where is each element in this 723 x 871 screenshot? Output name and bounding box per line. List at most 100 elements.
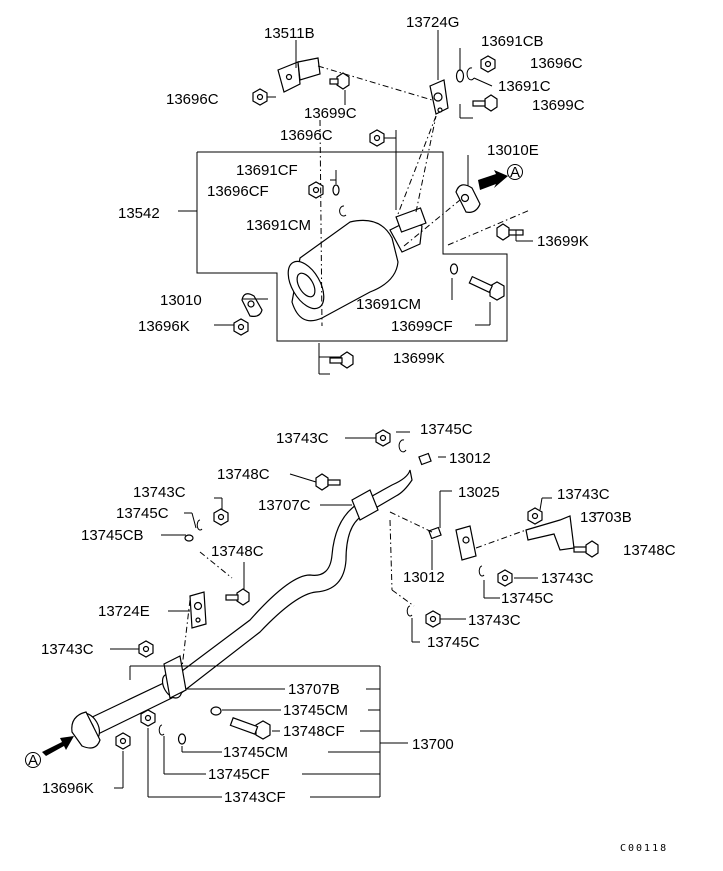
label-13743C-c: 13743C xyxy=(557,486,610,503)
label-13743CF: 13743CF xyxy=(224,789,286,806)
label-13691C: 13691C xyxy=(498,78,551,95)
bolt-13748C-b xyxy=(573,540,599,558)
label-13691CM-a: 13691CM xyxy=(246,217,311,234)
label-13696K-a: 13696K xyxy=(138,318,190,335)
label-13724G: 13724G xyxy=(406,14,459,31)
nut-13743C-f xyxy=(138,640,154,658)
label-13748C-b: 13748C xyxy=(623,542,676,559)
marker-A-bottom: A xyxy=(28,752,38,769)
label-13012-a: 13012 xyxy=(449,450,491,467)
leader-lines-bottom xyxy=(110,431,600,798)
washer-13745CM-b xyxy=(177,733,187,745)
label-13696C-a: 13696C xyxy=(530,55,583,72)
bracket-13703B xyxy=(525,515,575,551)
label-13699K-a: 13699K xyxy=(537,233,589,250)
gasket-13010E xyxy=(455,184,481,213)
label-13748C-a: 13748C xyxy=(217,466,270,483)
ring-13745C-d xyxy=(406,605,413,617)
label-13696K-b: 13696K xyxy=(42,780,94,797)
nut-13696K-bottom xyxy=(115,732,131,750)
arrow-from-A-bottom xyxy=(42,736,74,756)
label-13745C-c: 13745C xyxy=(501,590,554,607)
label-13010: 13010 xyxy=(160,292,202,309)
nut-13743CF xyxy=(140,709,156,727)
gasket-13010 xyxy=(241,293,263,317)
bracket-13511B xyxy=(277,57,321,93)
pin-13012-a xyxy=(418,452,432,466)
washer-13745CM-a xyxy=(210,706,222,716)
ring-13745C-a xyxy=(398,439,407,453)
nut-13696C-left xyxy=(252,88,268,106)
label-13699CF: 13699CF xyxy=(391,318,453,335)
arrow-to-A-top xyxy=(478,170,508,190)
label-13743C-e: 13743C xyxy=(468,612,521,629)
alignment-lines-bottom xyxy=(181,511,527,669)
label-13743C-a: 13743C xyxy=(276,430,329,447)
label-13743C-b: 13743C xyxy=(133,484,186,501)
bolt-13699C-top xyxy=(329,72,350,90)
label-13745CB: 13745CB xyxy=(81,527,144,544)
label-13691CM-b: 13691CM xyxy=(356,296,421,313)
label-13699K-b: 13699K xyxy=(393,350,445,367)
label-13699C-a: 13699C xyxy=(304,105,357,122)
nut-13696K-top xyxy=(233,318,249,336)
label-13696CF: 13696CF xyxy=(207,183,269,200)
label-13743C-f: 13743C xyxy=(41,641,94,658)
bolt-13748C-c xyxy=(225,588,250,606)
ring-13745C-c xyxy=(478,565,485,577)
label-13025: 13025 xyxy=(458,484,500,501)
ring-13745CF xyxy=(158,724,165,736)
label-13703B: 13703B xyxy=(580,509,632,526)
label-13691CF: 13691CF xyxy=(236,162,298,179)
muffler-assembly-outline xyxy=(196,151,508,342)
label-13542: 13542 xyxy=(118,205,160,222)
label-13700: 13700 xyxy=(412,736,454,753)
nut-13743C-a xyxy=(375,429,391,447)
ring-13691C xyxy=(466,67,475,81)
labels-bottom: 13743C 13745C 13012 13748C 13025 13743C … xyxy=(41,421,676,806)
nut-13743C-e xyxy=(425,610,441,628)
nut-13696C-mid xyxy=(369,129,385,147)
labels-top: 13511B 13724G 13691CB 13696C 13696C 1369… xyxy=(118,14,589,367)
label-13743C-d: 13743C xyxy=(541,570,594,587)
bolt-13699K-bottom xyxy=(329,351,354,369)
hanger-13025 xyxy=(455,525,477,561)
label-13745C-a: 13745C xyxy=(420,421,473,438)
label-13012-b: 13012 xyxy=(403,569,445,586)
nut-13743C-c xyxy=(527,507,543,525)
label-13745CF: 13745CF xyxy=(208,766,270,783)
leader-lines-top xyxy=(178,30,533,375)
washer-13745CB xyxy=(184,534,194,542)
nut-13743C-b xyxy=(213,508,229,526)
label-13511B: 13511B xyxy=(264,25,315,42)
washer-13691CM-bottom xyxy=(449,263,459,275)
hanger-13724G xyxy=(429,79,449,115)
label-13748C-c: 13748C xyxy=(211,543,264,560)
diagram-code: C00118 xyxy=(620,843,668,854)
label-13724E: 13724E xyxy=(98,603,150,620)
label-13696C-b: 13696C xyxy=(166,91,219,108)
label-13696C-c: 13696C xyxy=(280,127,333,144)
bolt-13748CF xyxy=(229,717,271,740)
alignment-lines-top xyxy=(317,65,531,327)
bolt-13699C-right xyxy=(472,94,498,112)
label-13745CM-b: 13745CM xyxy=(223,744,288,761)
marker-A-bottom-circle xyxy=(25,752,41,768)
nut-13696C-right xyxy=(480,55,496,73)
muffler xyxy=(287,207,427,322)
bolt-13748C-a xyxy=(315,473,341,491)
marker-A-top-circle xyxy=(507,164,523,180)
marker-A-top: A xyxy=(510,164,520,181)
bracket-13724E xyxy=(189,591,207,629)
pin-13012-b xyxy=(428,526,442,540)
label-13699C-b: 13699C xyxy=(532,97,585,114)
ring-13691CM-top xyxy=(339,205,347,217)
clamp-13707C xyxy=(351,489,379,521)
label-13010E: 13010E xyxy=(487,142,539,159)
bolt-13699K-right xyxy=(496,223,524,241)
label-13745C-d: 13745C xyxy=(427,634,480,651)
ring-13745C-b xyxy=(196,519,203,531)
label-13707B: 13707B xyxy=(288,681,340,698)
